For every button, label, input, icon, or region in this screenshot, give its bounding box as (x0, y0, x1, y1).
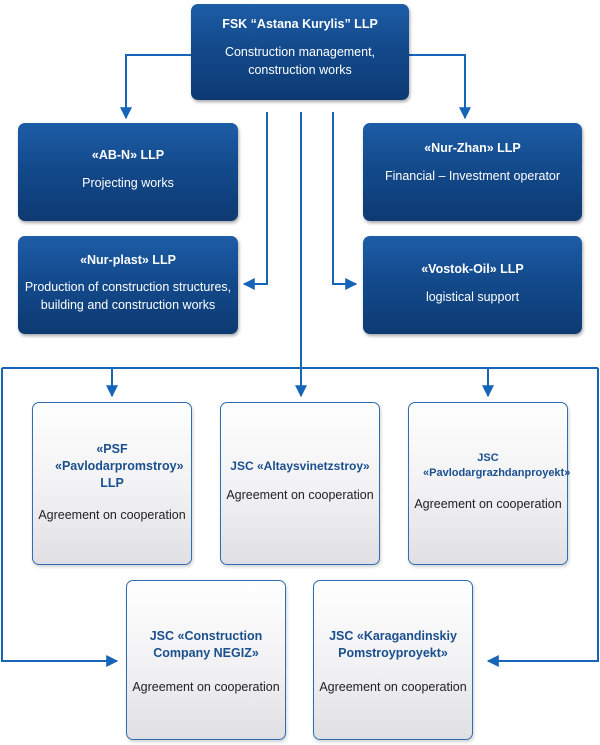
node-nur-zhan: «Nur-Zhan» LLP Financial – Investment op… (363, 123, 582, 221)
node-altaysvinetzstroy: JSC «Altaysvinetzstroy» Agreement on coo… (220, 402, 380, 565)
node-desc: Construction management, construction wo… (224, 45, 376, 77)
arrow-to-ab-n (120, 54, 191, 120)
node-nur-plast: «Nur-plast» LLP Production of constructi… (18, 236, 238, 334)
node-title: JSC «Karagandinskiy Pomstroyproyekt» (329, 629, 457, 660)
node-title: JSC «Altaysvinetzstroy» (230, 459, 370, 473)
node-desc: Financial – Investment operator (384, 169, 561, 183)
arrow-to-nur-plast (242, 112, 268, 290)
node-construction-company-negiz: JSC «Construction Company NEGIZ» Agreeme… (126, 580, 286, 740)
node-title: JSC «Construction Company NEGIZ» (149, 629, 263, 660)
node-title: FSK “Astana Kurylis” LLP (222, 17, 378, 31)
node-title: «Vostok-Oil» LLP (421, 262, 524, 276)
arrow-to-vostok-oil (332, 112, 358, 290)
node-title: «PSF «Pavlodarpromstroy» LLP (55, 442, 184, 490)
node-desc: logistical support (425, 290, 520, 304)
node-karagandinskiy-pomstroyproyekt: JSC «Karagandinskiy Pomstroyproyekt» Agr… (313, 580, 473, 740)
node-desc: Agreement on cooperation (226, 488, 374, 502)
node-desc: Agreement on cooperation (414, 497, 562, 511)
node-title: «AB-N» LLP (91, 148, 165, 162)
node-ab-n: «AB-N» LLP Projecting works (18, 123, 238, 221)
node-desc: Agreement on cooperation (319, 680, 467, 694)
arrow-to-nur-zhan (409, 54, 471, 120)
node-desc: Agreement on cooperation (132, 680, 280, 694)
node-title: «Nur-Zhan» LLP (424, 141, 521, 155)
node-desc: Projecting works (82, 176, 174, 190)
node-desc: Production of construction structures, b… (24, 280, 232, 312)
node-pavlodargrazhdanproyekt: JSC «Pavlodargrazhdanproyekt» Agreement … (408, 402, 571, 565)
node-psf-pavlodarpromstroy: «PSF «Pavlodarpromstroy» LLP Agreement o… (32, 402, 192, 565)
node-desc: Agreement on cooperation (38, 508, 186, 522)
node-title: «Nur-plast» LLP (80, 253, 176, 267)
node-title: JSC «Pavlodargrazhdanproyekt» (423, 452, 571, 479)
node-vostok-oil: «Vostok-Oil» LLP logistical support (363, 236, 582, 334)
node-fsk-astana-kurylis: FSK “Astana Kurylis” LLP Construction ma… (191, 4, 409, 100)
